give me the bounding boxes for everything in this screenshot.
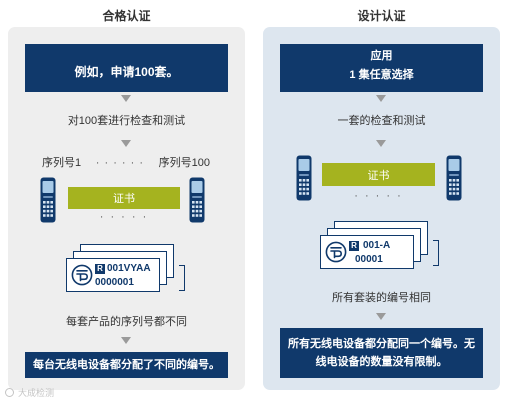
application-box: 应用 1 集任意选择 (280, 44, 483, 92)
certification-number: 001VYAA (107, 263, 151, 274)
result-box: 所有无线电设备都分配同一个编号。无 线电设备的数量没有限制。 (280, 328, 483, 378)
application-line-2: 1 集任意选择 (349, 69, 414, 81)
certificate-label: 证书 (113, 193, 135, 205)
down-arrow-icon (376, 140, 386, 147)
mobile-phone-icon (446, 155, 462, 201)
watermark-text: 大成检测 (18, 387, 55, 398)
certificate-label-stack: R 001-A 00001 (320, 221, 442, 269)
result-line-1: 所有无线电设备都分配同一个编号。无 (288, 338, 475, 350)
mobile-phone-icon (40, 177, 56, 223)
serial-first-label: 序列号1 (42, 157, 82, 169)
down-arrow-icon (121, 95, 131, 102)
inspection-step-text: 对100套进行检查和测试 (67, 115, 186, 127)
certificate-dots: · · · · · (354, 190, 403, 202)
design-certification-title: 设计认证 (357, 9, 406, 23)
certificate-label: 证书 (367, 169, 390, 182)
application-line-1: 应用 (370, 50, 393, 62)
serial-caption-text: 每套产品的序列号都不同 (66, 316, 187, 328)
application-example-text: 例如，申请100套。 (74, 65, 179, 79)
certification-number: 001-A (363, 240, 391, 251)
serial-dots: · · · · · · (95, 157, 145, 169)
giteki-mark-icon (325, 241, 347, 263)
bracket-icon (179, 265, 185, 291)
down-arrow-icon (376, 95, 386, 102)
result-box: 每台无线电设备都分配了不同的编号。 (25, 352, 228, 378)
certificate-box: 证书 (68, 187, 180, 209)
conformity-certification-title: 合格认证 (102, 9, 151, 23)
application-example-box: 例如，申请100套。 (25, 44, 228, 92)
inspection-step-text: 一套的检查和测试 (337, 115, 426, 127)
watermark: 大成检测 (5, 386, 54, 398)
serial-number-range: 序列号1 · · · · · · 序列号100 (42, 156, 210, 170)
certificate-label-stack: R 001VYAA 0000001 (66, 244, 188, 292)
certificate-dots: · · · · · (99, 211, 149, 223)
giteki-mark-icon (71, 264, 93, 286)
watermark-logo-icon (5, 387, 14, 397)
down-arrow-icon (376, 313, 386, 320)
conformity-certification-panel: 例如，申请100套。 对100套进行检查和测试 序列号1 · · · · · ·… (8, 27, 245, 390)
down-arrow-icon (121, 337, 131, 344)
bracket-icon (433, 240, 439, 266)
certification-number-line: R 001-A (349, 240, 390, 252)
certificate-box: 证书 (322, 163, 435, 186)
registration-mark: R (95, 264, 105, 274)
same-number-caption-text: 所有套装的编号相同 (332, 292, 431, 304)
product-serial-number: 00001 (355, 254, 383, 265)
product-serial-number: 0000001 (95, 277, 134, 288)
registration-mark: R (349, 241, 359, 251)
result-text: 每台无线电设备都分配了不同的编号。 (33, 359, 220, 371)
certification-number-line: R 001VYAA (95, 263, 151, 275)
mobile-phone-icon (189, 177, 205, 223)
serial-last-label: 序列号100 (158, 157, 210, 169)
down-arrow-icon (121, 140, 131, 147)
certificate-card-front: R 001VYAA 0000001 (66, 258, 160, 292)
certificate-card-front: R 001-A 00001 (320, 235, 414, 269)
design-certification-panel: 应用 1 集任意选择 一套的检查和测试 证书 · · · · · R 001-A… (263, 27, 500, 390)
result-line-2: 线电设备的数量没有限制。 (315, 356, 448, 368)
mobile-phone-icon (296, 155, 312, 201)
